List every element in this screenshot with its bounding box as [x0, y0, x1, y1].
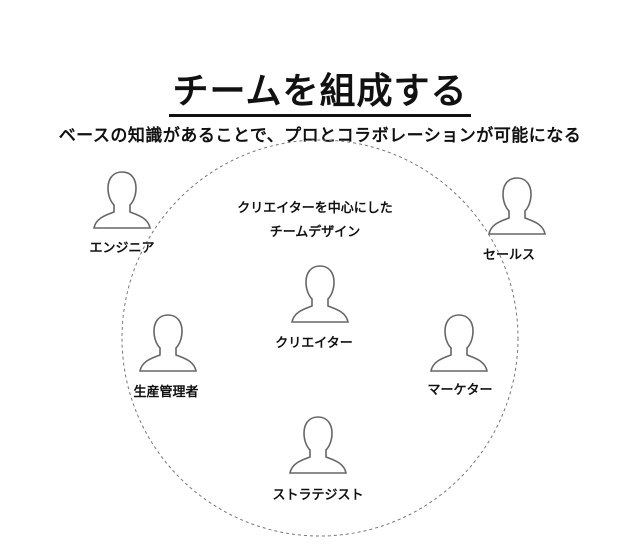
center-note: クリエイターを中心にした チームデザイン	[210, 197, 420, 245]
production-person-icon	[139, 314, 197, 372]
strategist-person-icon	[289, 416, 347, 474]
sales-person-icon	[488, 177, 546, 235]
marketer-person-icon	[430, 314, 488, 372]
creator-person-icon	[291, 265, 349, 323]
center-note-line-2: チームデザイン	[269, 225, 361, 240]
diagram-title: チームを組成する	[0, 62, 640, 117]
sales-label: セールス	[482, 248, 536, 263]
engineer-person-icon	[93, 171, 151, 229]
production-label: 生産管理者	[133, 385, 199, 400]
center-note-line-1: クリエイターを中心にした	[237, 201, 393, 216]
strategist-label: ストラテジスト	[272, 488, 364, 503]
marketer-label: マーケター	[427, 383, 493, 398]
engineer-label: エンジニア	[89, 241, 155, 256]
creator-label: クリエイター	[275, 336, 353, 351]
diagram-subtitle: ベースの知識があることで、プロとコラボレーションが可能になる	[58, 126, 582, 146]
